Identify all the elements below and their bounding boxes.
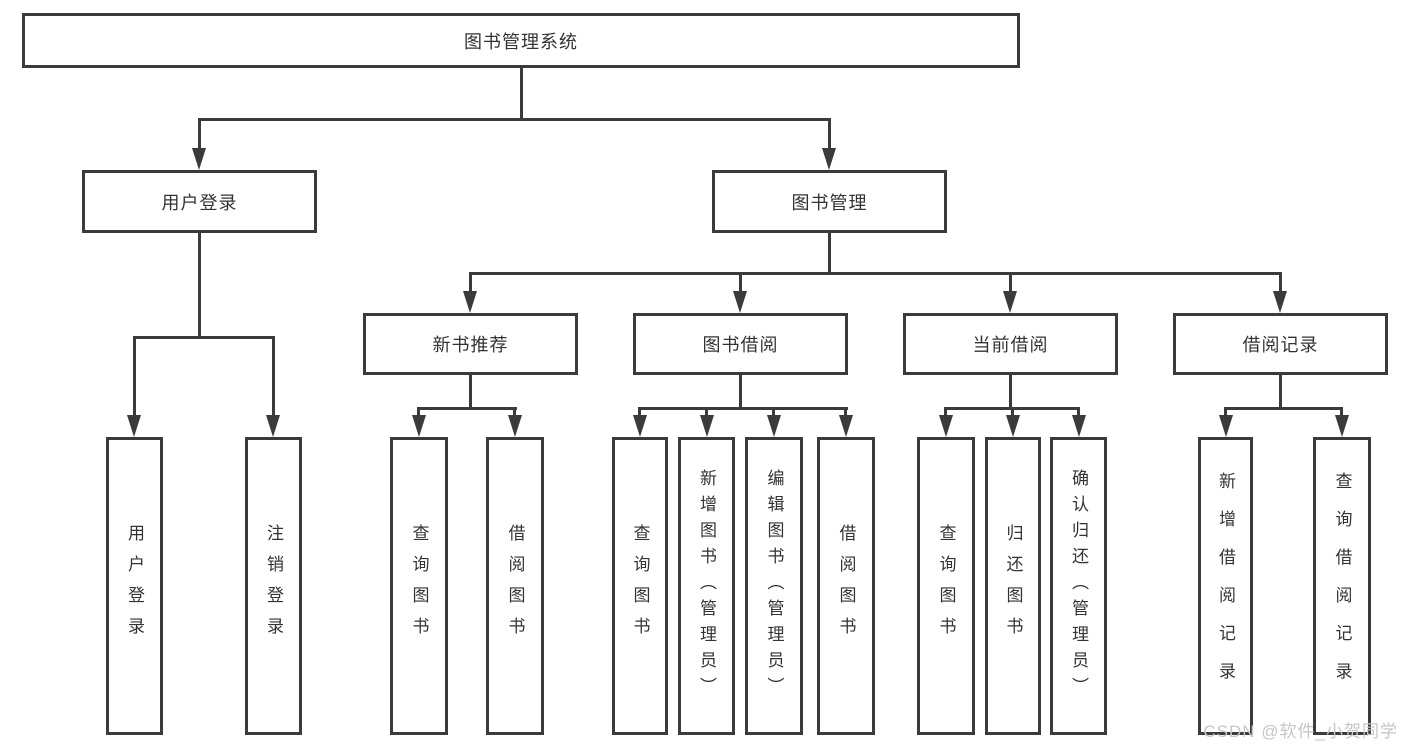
arrow-down-icon bbox=[700, 415, 714, 437]
connector-line bbox=[639, 407, 848, 410]
connector-line bbox=[828, 233, 831, 272]
connector-line bbox=[513, 407, 516, 415]
arrow-down-icon bbox=[127, 415, 141, 437]
node-book-management-label: 图书管理 bbox=[791, 192, 868, 213]
arrow-down-icon bbox=[1072, 415, 1086, 437]
node-root-label: 图书管理系统 bbox=[464, 31, 578, 52]
leaf-label: 查询图书 bbox=[409, 524, 429, 648]
leaf-label: 查询图书 bbox=[936, 524, 956, 648]
arrow-down-icon bbox=[508, 415, 522, 437]
leaf-query-books-recommend: 查询图书 bbox=[390, 437, 448, 735]
leaf-label: 归还图书 bbox=[1003, 524, 1023, 648]
connector-line bbox=[469, 375, 472, 407]
node-current-borrow: 当前借阅 bbox=[903, 313, 1118, 375]
connector-line bbox=[739, 272, 742, 291]
leaf-label: 新增图书（管理员） bbox=[697, 469, 716, 703]
arrow-down-icon bbox=[839, 415, 853, 437]
csdn-watermark: CSDN @软件_小贺同学 bbox=[1203, 722, 1398, 741]
arrow-down-icon bbox=[463, 291, 477, 313]
connector-line bbox=[417, 407, 420, 415]
arrow-down-icon bbox=[1006, 415, 1020, 437]
arrow-down-icon bbox=[1335, 415, 1349, 437]
connector-line bbox=[1279, 272, 1282, 291]
connector-line bbox=[1077, 407, 1080, 415]
arrow-down-icon bbox=[192, 148, 206, 170]
connector-line bbox=[844, 407, 847, 415]
arrow-down-icon bbox=[767, 415, 781, 437]
connector-line bbox=[198, 118, 830, 121]
leaf-label: 确认归还（管理员） bbox=[1069, 469, 1088, 703]
leaf-logout: 注销登录 bbox=[245, 437, 302, 735]
arrow-down-icon bbox=[1273, 291, 1287, 313]
node-current-borrow-label: 当前借阅 bbox=[972, 335, 1049, 355]
connector-line bbox=[469, 272, 472, 291]
node-book-borrow-label: 图书借阅 bbox=[702, 335, 779, 355]
node-user-login: 用户登录 bbox=[82, 170, 317, 233]
leaf-label: 查询借阅记录 bbox=[1332, 472, 1352, 700]
arrow-down-icon bbox=[822, 148, 836, 170]
connector-line bbox=[705, 407, 708, 415]
node-borrow-records: 借阅记录 bbox=[1173, 313, 1388, 375]
connector-line bbox=[1340, 407, 1343, 415]
connector-line bbox=[944, 407, 947, 415]
arrow-down-icon bbox=[412, 415, 426, 437]
connector-line bbox=[1009, 375, 1012, 407]
leaf-label: 查询图书 bbox=[630, 524, 650, 648]
connector-line bbox=[198, 118, 201, 148]
leaf-query-books-borrow: 查询图书 bbox=[612, 437, 668, 735]
connector-line bbox=[1224, 407, 1227, 415]
node-borrow-records-label: 借阅记录 bbox=[1242, 335, 1319, 355]
leaf-label: 用户登录 bbox=[125, 524, 144, 648]
connector-line bbox=[133, 336, 136, 415]
arrow-down-icon bbox=[1003, 291, 1017, 313]
connector-line bbox=[133, 336, 275, 339]
connector-line bbox=[1279, 375, 1282, 407]
connector-line bbox=[520, 68, 523, 118]
connector-line bbox=[828, 118, 831, 148]
connector-line bbox=[272, 336, 275, 415]
arrow-down-icon bbox=[266, 415, 280, 437]
connector-line bbox=[1009, 272, 1012, 291]
node-book-management: 图书管理 bbox=[712, 170, 947, 233]
arrow-down-icon bbox=[1219, 415, 1233, 437]
leaf-return-books: 归还图书 bbox=[985, 437, 1041, 735]
node-new-book-recommend: 新书推荐 bbox=[363, 313, 578, 375]
node-user-login-label: 用户登录 bbox=[161, 192, 238, 213]
connector-line bbox=[469, 272, 1282, 275]
arrow-down-icon bbox=[939, 415, 953, 437]
leaf-label: 新增借阅记录 bbox=[1216, 472, 1235, 700]
leaf-label: 借阅图书 bbox=[505, 524, 525, 648]
leaf-query-books-current: 查询图书 bbox=[917, 437, 975, 735]
leaf-label: 编辑图书（管理员） bbox=[764, 469, 784, 703]
leaf-add-borrow-record: 新增借阅记录 bbox=[1198, 437, 1253, 735]
leaf-user-login: 用户登录 bbox=[106, 437, 163, 735]
leaf-add-book-admin: 新增图书（管理员） bbox=[678, 437, 735, 735]
connector-line bbox=[772, 407, 775, 415]
connector-line bbox=[418, 407, 517, 410]
leaf-label: 注销登录 bbox=[264, 524, 283, 648]
leaf-borrow-books-recommend: 借阅图书 bbox=[486, 437, 544, 735]
node-new-book-recommend-label: 新书推荐 bbox=[432, 335, 509, 355]
leaf-confirm-return-admin: 确认归还（管理员） bbox=[1050, 437, 1107, 735]
connector-line bbox=[1224, 407, 1343, 410]
arrow-down-icon bbox=[633, 415, 647, 437]
node-root: 图书管理系统 bbox=[22, 13, 1020, 68]
leaf-query-borrow-record: 查询借阅记录 bbox=[1313, 437, 1371, 735]
node-book-borrow: 图书借阅 bbox=[633, 313, 848, 375]
leaf-edit-book-admin: 编辑图书（管理员） bbox=[745, 437, 803, 735]
leaf-borrow-books: 借阅图书 bbox=[817, 437, 875, 735]
leaf-label: 借阅图书 bbox=[836, 524, 856, 648]
arrow-down-icon bbox=[733, 291, 747, 313]
connector-line bbox=[1011, 407, 1014, 415]
connector-line bbox=[638, 407, 641, 415]
connector-line bbox=[739, 375, 742, 407]
connector-line bbox=[198, 233, 201, 336]
